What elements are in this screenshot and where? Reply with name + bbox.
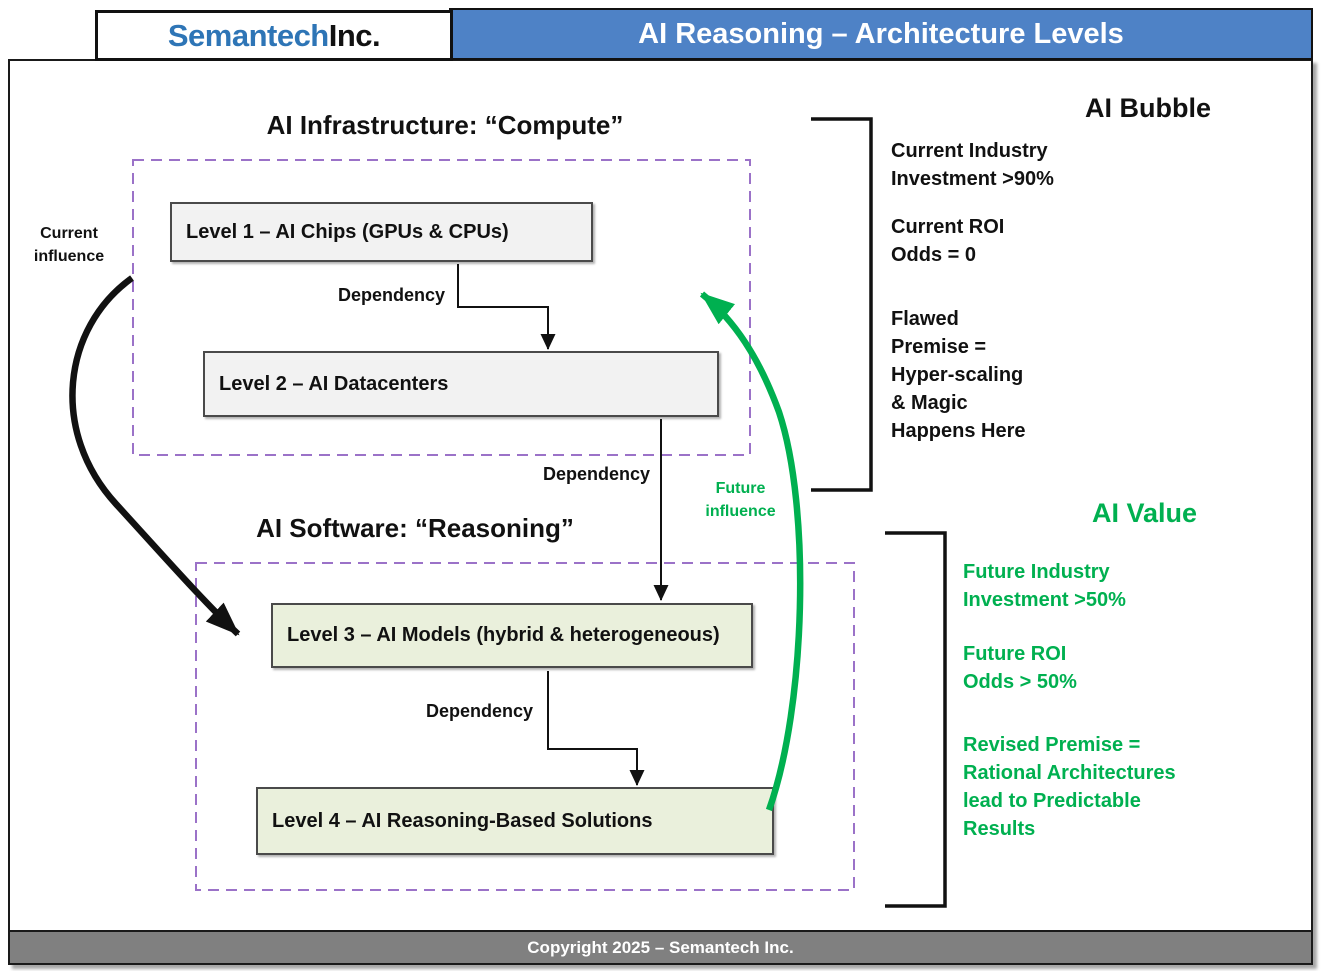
section-title-software: AI Software: “Reasoning” <box>256 513 574 543</box>
level-4-label: Level 4 – AI Reasoning-Based Solutions <box>272 809 653 832</box>
ai-bubble-premise: Flawed Premise = Hyper-scaling & Magic H… <box>891 308 1026 442</box>
ai-value-premise: Revised Premise = Rational Architectures… <box>963 734 1176 840</box>
level-1-label: Level 1 – AI Chips (GPUs & CPUs) <box>186 220 509 243</box>
ai-value-heading: AI Value <box>1092 498 1198 528</box>
company-suffix: Inc. <box>328 17 381 53</box>
page-title-bar: AI Reasoning – Architecture Levels <box>449 8 1313 60</box>
current-influence-label: Current influence <box>33 225 105 266</box>
page-title: AI Reasoning – Architecture Levels <box>638 17 1124 50</box>
footer-bar: Copyright 2025 – Semantech Inc. <box>8 930 1313 965</box>
company-name: Semantech <box>167 17 329 53</box>
level-3-label: Level 3 – AI Models (hybrid & heterogene… <box>287 624 720 646</box>
ai-bubble-heading: AI Bubble <box>1085 93 1211 123</box>
dependency-label-2: Dependency <box>542 464 650 484</box>
copyright-text: Copyright 2025 – Semantech Inc. <box>527 937 794 957</box>
level-2-label: Level 2 – AI Datacenters <box>219 372 449 395</box>
level-2-box: Level 2 – AI Datacenters <box>203 351 719 417</box>
level-4-box: Level 4 – AI Reasoning-Based Solutions <box>256 787 774 855</box>
level-3-box: Level 3 – AI Models (hybrid & heterogene… <box>271 603 753 668</box>
section-title-infrastructure: AI Infrastructure: “Compute” <box>266 110 624 140</box>
company-logo-box: Semantech Inc. <box>95 10 453 61</box>
level-1-box: Level 1 – AI Chips (GPUs & CPUs) <box>170 202 593 262</box>
dependency-label-3: Dependency <box>425 701 533 721</box>
ai-value-roi: Future ROI Odds > 50% <box>963 643 1077 693</box>
ai-bubble-investment: Current Industry Investment >90% <box>891 140 1054 190</box>
ai-bubble-roi: Current ROI Odds = 0 <box>891 216 1005 266</box>
ai-value-investment: Future Industry Investment >50% <box>963 561 1126 611</box>
future-influence-label: Future influence <box>705 480 776 521</box>
dependency-label-1: Dependency <box>337 285 445 305</box>
